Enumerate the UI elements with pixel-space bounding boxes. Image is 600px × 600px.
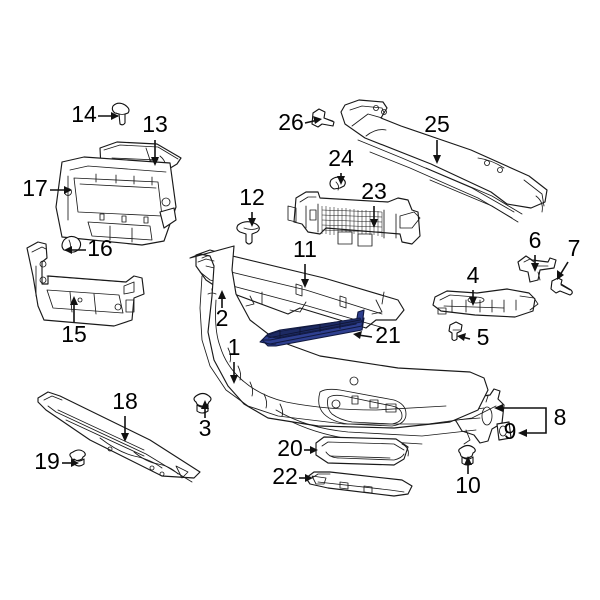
- callout-22[interactable]: 22: [272, 463, 298, 489]
- part-3-bumper-retainer-clip[interactable]: [193, 392, 212, 414]
- callout-19[interactable]: 19: [34, 448, 60, 474]
- leader-lines: [50, 112, 569, 482]
- callout-16[interactable]: 16: [87, 235, 113, 261]
- callout-12[interactable]: 12: [239, 184, 265, 210]
- part-25-bumper-reinforcement-beam[interactable]: [340, 99, 548, 223]
- callout-5[interactable]: 5: [477, 324, 490, 350]
- callout-20[interactable]: 20: [277, 435, 303, 461]
- part-22-lower-bumper-spoiler[interactable]: [305, 471, 413, 497]
- part-11-bumper-upper-absorber[interactable]: [195, 249, 405, 329]
- part-6-upper-retainer-bracket[interactable]: [517, 255, 557, 283]
- callout-6[interactable]: 6: [529, 227, 542, 253]
- callout-7[interactable]: 7: [568, 235, 581, 261]
- callout-25[interactable]: 25: [424, 111, 450, 137]
- callout-8[interactable]: 8: [554, 404, 567, 430]
- part-23-bumper-energy-absorber[interactable]: [287, 191, 421, 247]
- part-4-bumper-side-bracket[interactable]: [432, 288, 539, 318]
- part-12-absorber-clip[interactable]: [236, 221, 260, 245]
- callout-21[interactable]: 21: [375, 322, 401, 348]
- callout-11[interactable]: 11: [293, 236, 317, 262]
- callout-9[interactable]: 9: [504, 418, 517, 444]
- part-7-retainer-screw[interactable]: [550, 277, 573, 296]
- part-26-reinforcement-bolt[interactable]: [311, 108, 335, 128]
- part-14-upper-cover-grommet[interactable]: [111, 102, 130, 126]
- callout-24[interactable]: 24: [328, 145, 354, 171]
- callout-26[interactable]: 26: [278, 109, 304, 135]
- part-21-bumper-face-molding[interactable]: [259, 309, 365, 347]
- part-1-front-bumper-cover[interactable]: [189, 245, 497, 445]
- callout-numbers: 1 2 3 4 5 6 7 8 9 10 11 12 13 14 15 16 1…: [22, 101, 580, 498]
- callout-15[interactable]: 15: [61, 321, 87, 347]
- absorber-mesh: [321, 206, 383, 237]
- callout-10[interactable]: 10: [455, 472, 481, 498]
- callout-14[interactable]: 14: [71, 101, 97, 127]
- part-15-radiator-lower-support[interactable]: [26, 241, 145, 327]
- part-17-radiator-upper-support[interactable]: [55, 156, 177, 246]
- part-18-engine-under-cover[interactable]: [37, 391, 201, 483]
- callout-18[interactable]: 18: [112, 388, 138, 414]
- callout-2[interactable]: 2: [216, 305, 229, 331]
- part-5-side-bracket-bolt[interactable]: [448, 321, 463, 342]
- part-9-corner-bracket-clip[interactable]: [496, 421, 512, 441]
- callout-1[interactable]: 1: [228, 334, 241, 360]
- callout-3[interactable]: 3: [199, 415, 212, 441]
- callout-4[interactable]: 4: [467, 262, 480, 288]
- part-20-fog-light-garnish[interactable]: [315, 436, 409, 466]
- callout-17[interactable]: 17: [22, 175, 48, 201]
- part-16-support-clip[interactable]: [61, 235, 82, 253]
- callout-23[interactable]: 23: [361, 178, 387, 204]
- callout-13[interactable]: 13: [142, 111, 168, 137]
